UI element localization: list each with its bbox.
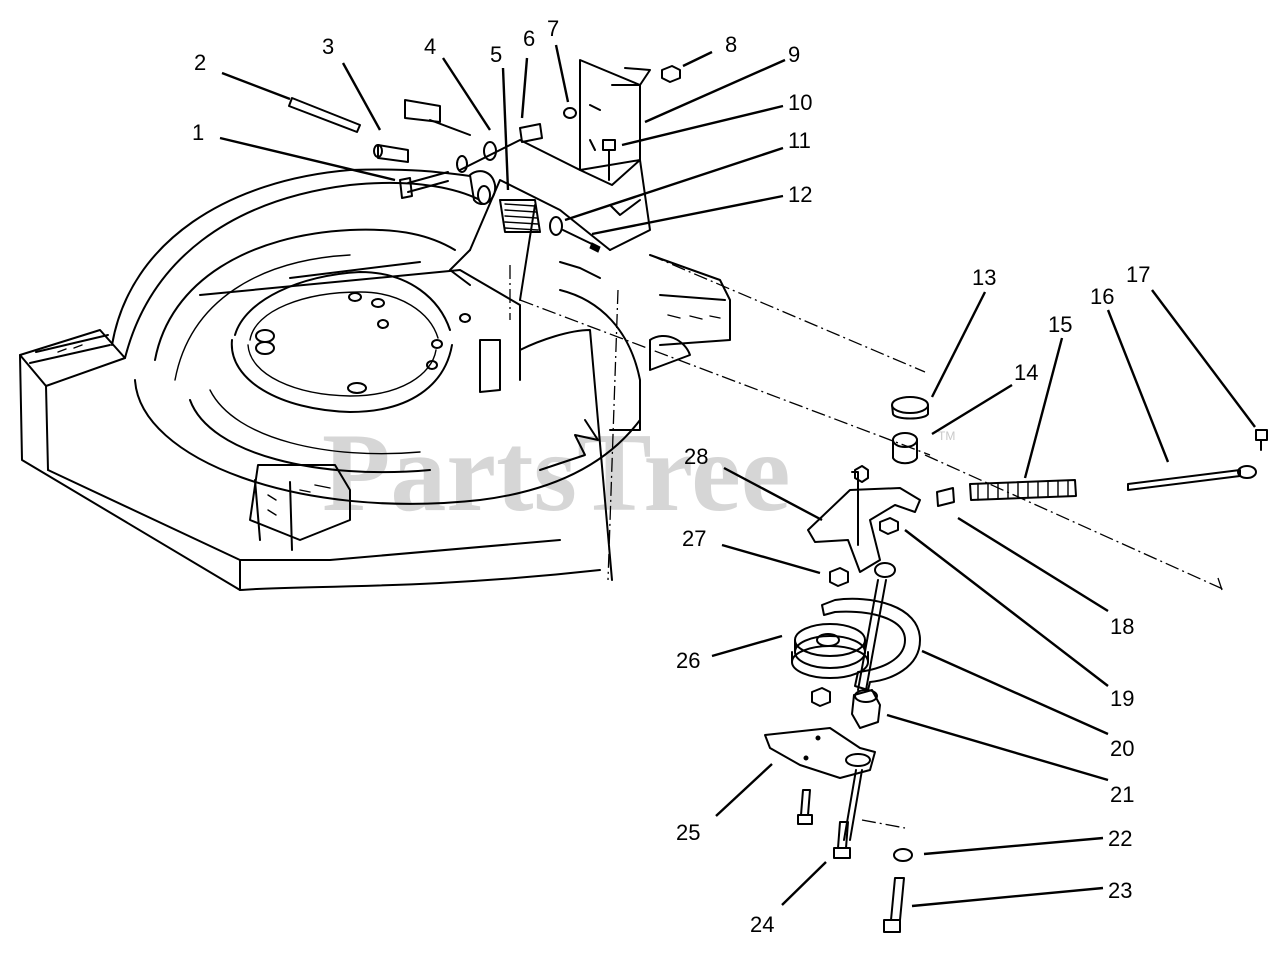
callout-4: 4 (424, 34, 436, 59)
upper-small-parts (288, 65, 681, 253)
watermark-trademark: TM (938, 429, 955, 443)
washer-22 (893, 848, 913, 862)
bushing-18 (936, 487, 955, 507)
hitch-pin-2 (288, 97, 361, 133)
callout-19: 19 (1110, 686, 1134, 711)
nut-8 (661, 65, 681, 83)
nut-27 (829, 567, 849, 587)
idler-arm-28 (807, 487, 921, 573)
mounting-plate-25 (764, 727, 876, 779)
spacer-6 (519, 123, 543, 143)
mower-deck-housing (19, 168, 1226, 591)
leader-lines (219, 44, 1256, 908)
idler-pulley-assembly (764, 396, 1268, 933)
bushing-21 (851, 689, 881, 729)
callout-25: 25 (676, 820, 700, 845)
bolt-1 (407, 171, 449, 193)
callout-9: 9 (788, 42, 800, 67)
callout-8: 8 (725, 32, 737, 57)
callout-24: 24 (750, 912, 774, 937)
callout-6: 6 (523, 26, 535, 51)
callout-21: 21 (1110, 782, 1134, 807)
watermark-brand: PartsTree (322, 411, 791, 535)
callout-1: 1 (192, 120, 204, 145)
callout-28: 28 (684, 444, 708, 469)
pulley-26 (791, 623, 869, 679)
callout-5: 5 (490, 42, 502, 67)
callout-26: 26 (676, 648, 700, 673)
callout-11: 11 (788, 128, 811, 153)
callout-15: 15 (1048, 312, 1072, 337)
washer-7 (563, 107, 577, 119)
height-adjust-bracket (449, 59, 651, 393)
washer-11 (549, 216, 563, 236)
spring-5 (499, 199, 541, 233)
nut-19 (879, 517, 899, 535)
bolt-24a (800, 789, 811, 816)
bolt-23 (890, 877, 905, 921)
adjustment-spring-15 (969, 479, 1077, 501)
callout-12: 12 (788, 182, 812, 207)
callout-2: 2 (194, 50, 206, 75)
callout-3: 3 (322, 34, 334, 59)
bushing-3 (377, 144, 409, 163)
callout-27: 27 (682, 526, 706, 551)
rod-16 (1127, 469, 1241, 491)
callout-10: 10 (788, 90, 812, 115)
bushing-13 (891, 396, 929, 414)
callout-13: 13 (972, 265, 996, 290)
bolt-12 (562, 229, 595, 246)
callout-16: 16 (1090, 284, 1114, 309)
callout-14: 14 (1014, 360, 1038, 385)
callout-20: 20 (1110, 736, 1134, 761)
bolt-10 (602, 139, 616, 181)
callout-22: 22 (1108, 826, 1132, 851)
callout-numbers: 1 2 3 4 5 6 7 8 9 10 11 12 13 14 15 16 1… (192, 16, 1150, 937)
watermark: PartsTree TM (322, 411, 955, 535)
callout-17: 17 (1126, 262, 1150, 287)
callout-18: 18 (1110, 614, 1134, 639)
bushing-4 (483, 141, 497, 161)
screw-17 (1255, 429, 1268, 451)
callout-7: 7 (547, 16, 559, 41)
callout-23: 23 (1108, 878, 1132, 903)
